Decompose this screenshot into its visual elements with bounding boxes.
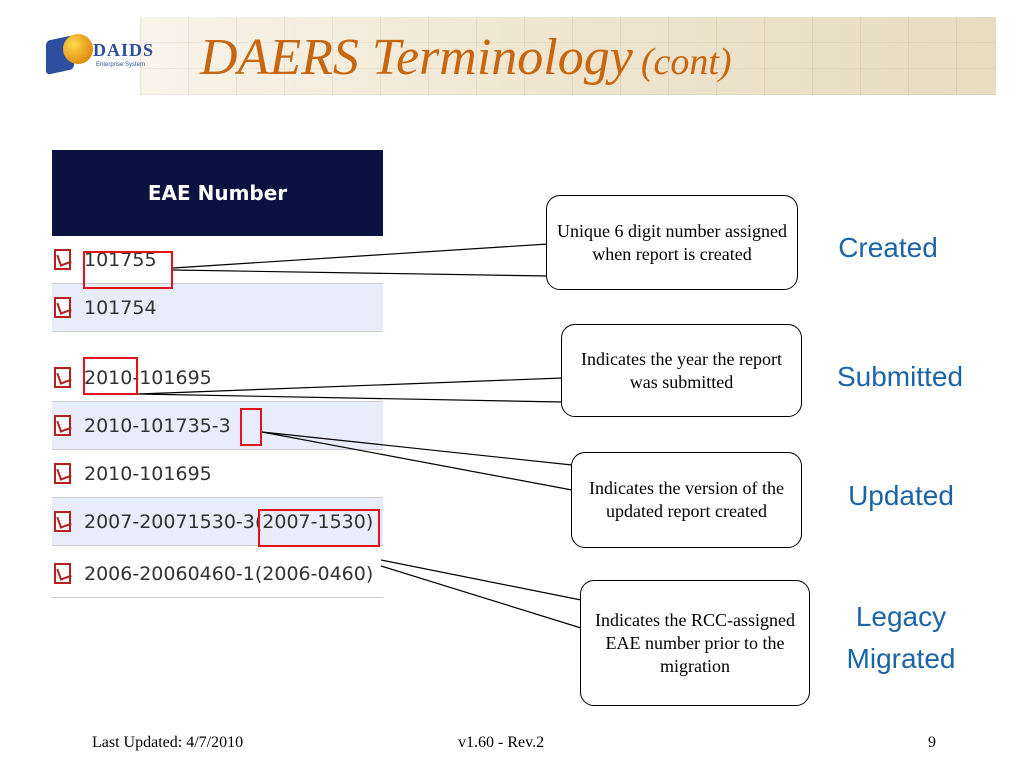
footer-last-updated: Last Updated: 4/7/2010 [92,734,244,751]
table-row[interactable]: 2007-20071530-3(2007-1530) [52,498,383,546]
callout-created: Unique 6 digit number assigned when repo… [546,195,798,290]
footer-version: v1.60 - Rev.2 [458,734,545,751]
pointer-created [172,243,549,277]
title-suffix: (cont) [640,41,732,83]
callout-legacy: Indicates the RCC-assigned EAE number pr… [580,580,810,706]
table-row[interactable]: 101755 [52,236,383,284]
eae-number: 2007-20071530-3(2007-1530) [84,510,374,533]
highlight-box-version [240,408,262,446]
pointer-submitted [137,377,564,403]
eae-number: 2010-101695 [84,366,212,389]
table-row[interactable]: 2006-20060460-1(2006-0460) [52,550,383,598]
label-legacy-migrated: Legacy Migrated [846,601,956,674]
eae-number: 101755 [84,248,157,271]
eae-number: 2006-20060460-1(2006-0460) [84,562,374,585]
pointer-updated [261,431,573,491]
pdf-icon[interactable] [54,296,76,319]
logo-globe-icon [63,34,93,64]
pointer-legacy [380,559,582,629]
eae-number-table: EAE Number 101755 101754 2010-101695 201… [52,150,383,598]
table-row[interactable]: 2010-101695 [52,354,383,402]
pdf-icon[interactable] [54,248,76,271]
logo-text: DAIDS [93,40,155,60]
logo-subtext: Enterprise System [96,62,146,68]
label-created: Created [838,232,938,263]
pdf-icon[interactable] [54,366,76,389]
highlight-box-legacy [258,509,380,547]
table-row[interactable]: 2010-101695 [52,450,383,498]
title-banner [140,17,996,95]
label-updated: Updated [848,480,954,511]
pdf-icon[interactable] [54,510,76,533]
table-row[interactable]: 2010-101735-3 [52,402,383,450]
eae-number: 2010-101735-3 [84,414,231,437]
slide-title: DAERS Terminology (cont) [200,26,732,90]
table-row[interactable]: 101754 [52,284,383,332]
table-header: EAE Number [52,150,383,236]
pdf-icon[interactable] [54,562,76,585]
eae-number: 101754 [84,296,157,319]
daids-logo: DAIDS Enterprise System [36,28,153,92]
callout-submitted: Indicates the year the report was submit… [561,324,802,417]
highlight-box-year [83,357,138,395]
highlight-box-number [83,251,173,289]
title-main: DAERS Terminology [200,29,633,86]
pdf-icon[interactable] [54,462,76,485]
pdf-icon[interactable] [54,414,76,437]
eae-number: 2010-101695 [84,462,212,485]
callout-updated: Indicates the version of the updated rep… [571,452,802,548]
label-submitted: Submitted [836,361,964,392]
footer-page-number: 9 [928,734,936,751]
